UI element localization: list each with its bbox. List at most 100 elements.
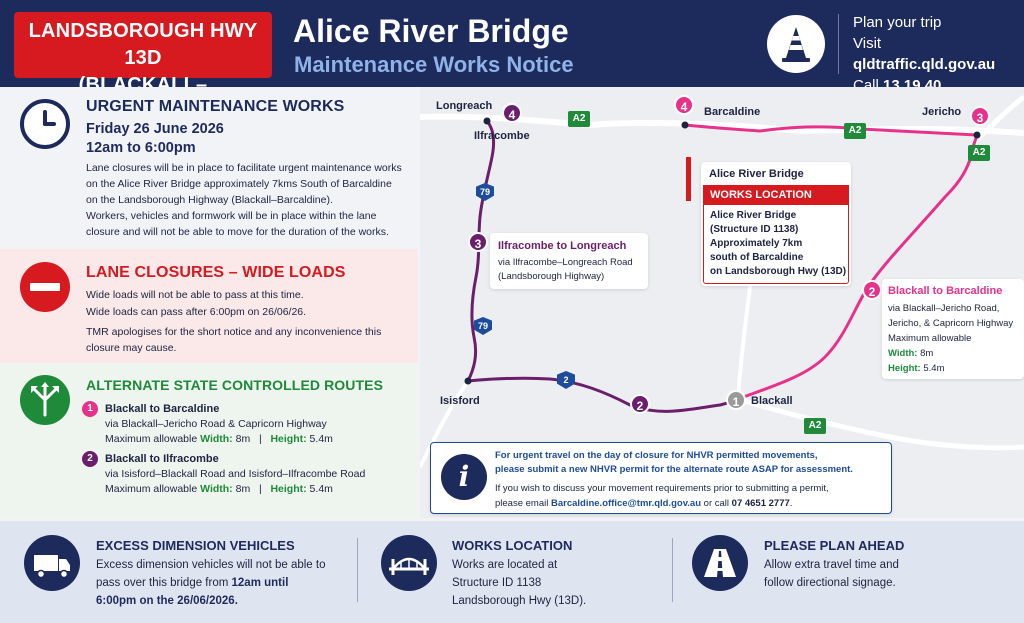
route2-height: Height: 5.4m	[888, 361, 1013, 376]
bottom-divider	[357, 538, 358, 602]
highway-shield-a2: A2	[804, 418, 826, 434]
closures-line1: Wide loads will not be able to pass at t…	[86, 289, 304, 301]
route-item-title: Blackall to Barcaldine	[105, 403, 220, 415]
excess-line2-bold: 12am until	[231, 577, 289, 589]
route-shield-79: 79	[476, 183, 494, 201]
width-value: 8m	[232, 433, 251, 445]
lane-closures-panel: LANE CLOSURES – WIDE LOADS Wide loads wi…	[0, 249, 418, 363]
info-text-line: If you wish to discuss your movement req…	[495, 483, 829, 494]
route2-line: Jericho, & Capricorn Highway	[888, 318, 1014, 329]
route-marker-4: 4	[674, 95, 694, 115]
route-marker-2: 2	[630, 394, 650, 414]
route-shield-2: 2	[557, 371, 575, 389]
page-title: Alice River Bridge	[293, 13, 569, 49]
highway-shield-a2: A2	[568, 111, 590, 127]
route-marker-3: 3	[468, 232, 488, 252]
urgent-works-panel: URGENT MAINTENANCE WORKS Friday 26 June …	[0, 87, 418, 247]
excess-line3-bold: 6:00pm on the 26/06/2026.	[96, 595, 238, 607]
route-num-badge: 1	[82, 401, 98, 417]
bridge-icon	[381, 535, 437, 591]
trip-info: Plan your trip Visit qldtraffic.qld.gov.…	[853, 12, 1024, 96]
town-ilfracombe: Ilfracombe	[474, 130, 530, 142]
plan-title: PLEASE PLAN AHEAD	[764, 538, 905, 553]
plan-line: Allow extra travel time and	[764, 559, 899, 571]
separator: |	[258, 483, 262, 495]
route2-title: Blackall to Barcaldine	[888, 285, 1003, 297]
route-num-badge: 2	[82, 451, 98, 467]
town-isisford: Isisford	[440, 395, 480, 407]
info-text-mid: or call	[701, 498, 732, 509]
closures-title: LANE CLOSURES – WIDE LOADS	[86, 264, 346, 281]
separator: |	[258, 433, 262, 445]
height-value: 5.4m	[920, 363, 945, 374]
works-card-line: (Structure ID 1138)	[710, 224, 799, 235]
width-value: 8m	[917, 348, 934, 359]
excess-text: Excess dimension vehicles will not be ab…	[96, 556, 325, 610]
urgent-title: URGENT MAINTENANCE WORKS	[86, 98, 345, 115]
info-icon: i	[441, 454, 487, 500]
town-jericho: Jericho	[922, 106, 962, 118]
works-card-header: WORKS LOCATION	[703, 185, 849, 205]
road-icon	[692, 535, 748, 591]
urgent-para2: Workers, vehicles and formwork will be i…	[86, 210, 389, 238]
split-arrows-icon	[20, 375, 70, 425]
works-line: Works are located at	[452, 559, 558, 571]
info-bold-line: For urgent travel on the day of closure …	[495, 450, 818, 461]
excess-line2: pass over this bridge from 12am until	[96, 574, 325, 592]
works-card-line: on Landsborough Hwy (13D)	[710, 266, 847, 277]
width-value: 8m	[232, 483, 251, 495]
route-map[interactable]: A2 A2 A2 A2 79 79 2 Longreach Ilfracombe…	[420, 87, 1024, 518]
town-barcaldine: Barcaldine	[704, 106, 761, 118]
route2-line: via Blackall–Jericho Road,	[888, 303, 1000, 314]
works-text: Works are located at Structure ID 1138 L…	[452, 556, 586, 610]
trip-url-link[interactable]: qldtraffic.qld.gov.au	[853, 56, 996, 73]
width-label: Width:	[200, 483, 233, 495]
works-card-title: Alice River Bridge	[709, 168, 804, 180]
plan-line: follow directional signage.	[764, 577, 896, 589]
trip-heading: Plan your trip	[853, 14, 942, 31]
header-divider	[838, 14, 839, 74]
route-item-title: Blackall to Ilfracombe	[105, 453, 219, 465]
height-label: Height:	[270, 433, 307, 445]
excess-line3: 6:00pm on the 26/06/2026.	[96, 592, 325, 610]
alternate-routes-panel: ALTERNATE STATE CONTROLLED ROUTES 1 Blac…	[0, 365, 418, 518]
info-phone-link[interactable]: 07 4651 2777	[731, 498, 790, 509]
route3-line: (Landsborough Highway)	[498, 271, 605, 282]
height-label: Height:	[270, 483, 307, 495]
excess-line2-pre: pass over this bridge from	[96, 577, 232, 589]
trip-visit-label: Visit	[853, 35, 882, 52]
bottom-strip	[0, 521, 1024, 623]
works-location-card: Alice River Bridge WORKS LOCATION Alice …	[701, 162, 851, 286]
info-text-pre: please email	[495, 498, 551, 509]
plan-text: Allow extra travel time and follow direc…	[764, 556, 899, 592]
excess-line1: Excess dimension vehicles will not be ab…	[96, 559, 326, 571]
bottom-divider	[672, 538, 673, 602]
truck-icon	[24, 535, 80, 591]
page-subtitle: Maintenance Works Notice	[294, 52, 574, 77]
urgent-time: 12am to 6:00pm	[86, 140, 196, 156]
width-label: Width:	[888, 348, 918, 359]
route-item-limits: Maximum allowable Width: 8m | Height: 5.…	[105, 482, 425, 497]
width-label: Width:	[200, 433, 233, 445]
town-longreach: Longreach	[436, 100, 493, 112]
excess-title: EXCESS DIMENSION VEHICLES	[96, 538, 295, 553]
route-item-limits: Maximum allowable Width: 8m | Height: 5.…	[105, 432, 425, 447]
works-card-line: Alice River Bridge	[710, 210, 797, 221]
max-label: Maximum allowable	[105, 483, 201, 495]
works-line: Structure ID 1138	[452, 577, 542, 589]
info-text-end: .	[789, 498, 793, 509]
traffic-cone-icon	[767, 15, 825, 73]
route-marker-1: 1	[726, 390, 746, 410]
max-label: Maximum allowable	[105, 433, 201, 445]
highway-shield-a2: A2	[968, 145, 990, 161]
closures-line2: Wide loads can pass after 6:00pm on 26/0…	[86, 306, 307, 318]
clock-icon	[20, 99, 70, 149]
route-marker-4: 4	[502, 103, 522, 123]
route2-line: Maximum allowable	[888, 333, 972, 344]
info-email-link[interactable]: Barcaldine.office@tmr.qld.gov.au	[550, 498, 702, 509]
urgent-para1: Lane closures will be in place to facili…	[86, 162, 402, 206]
works-title: WORKS LOCATION	[452, 538, 573, 553]
route3-title: Ilfracombe to Longreach	[498, 240, 627, 252]
height-label: Height:	[888, 363, 921, 374]
trip-visit: Visit qldtraffic.qld.gov.au	[853, 33, 1024, 75]
